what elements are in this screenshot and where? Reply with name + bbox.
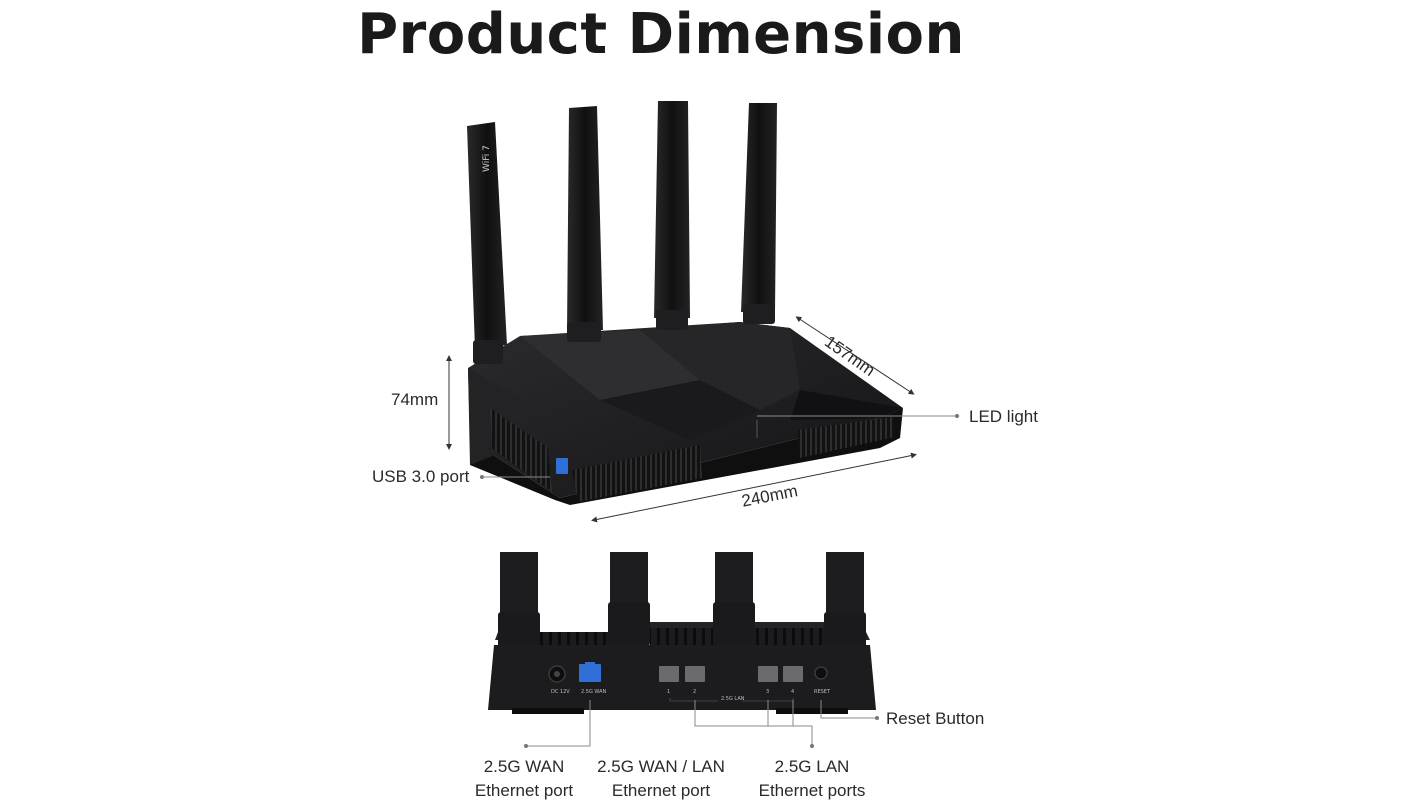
wan-port-label-line1: 2.5G WAN bbox=[483, 757, 565, 776]
lan-ports-label-line2: Ethernet ports bbox=[758, 781, 866, 800]
lan-ports-label-line1: 2.5G LAN bbox=[774, 757, 850, 776]
lan-ports-label: 2.5G LAN Ethernet ports bbox=[747, 755, 877, 803]
wan-lan-port-label: 2.5G WAN / LAN Ethernet port bbox=[591, 755, 731, 803]
wan-lan-port-label-line1: 2.5G WAN / LAN bbox=[597, 757, 725, 776]
width-dimension-line bbox=[591, 452, 917, 523]
router-front-view: WiFi 7 bbox=[467, 101, 903, 505]
lan-group-label: 2.5G LAN bbox=[721, 696, 745, 702]
reset-button-label: Reset Button bbox=[886, 709, 985, 728]
height-dimension-label: 74mm bbox=[391, 390, 439, 409]
usb-leader bbox=[480, 475, 550, 479]
lan4-label: 4 bbox=[791, 689, 794, 695]
usb-port-label: USB 3.0 port bbox=[372, 467, 470, 486]
antenna-badge-text: WiFi 7 bbox=[482, 145, 492, 172]
wan-port-label: 2.5G WAN Ethernet port bbox=[464, 755, 584, 803]
wan-label: 2.5G WAN bbox=[581, 689, 607, 695]
antenna-2 bbox=[567, 106, 603, 342]
depth-dimension-line bbox=[795, 316, 915, 395]
led-leader bbox=[757, 414, 959, 418]
wan-port-label-line2: Ethernet port bbox=[474, 781, 574, 800]
wan-lan-port-label-line2: Ethernet port bbox=[611, 781, 711, 800]
lan2-label: 2 bbox=[693, 689, 696, 695]
antenna-1 bbox=[467, 122, 507, 364]
lan3-label: 3 bbox=[766, 689, 769, 695]
led-light-label: LED light bbox=[969, 407, 1038, 426]
page-title: Product Dimension bbox=[357, 2, 965, 67]
antenna-3 bbox=[654, 101, 690, 330]
reset-label: RESET bbox=[814, 689, 831, 695]
lan1-label: 1 bbox=[667, 689, 670, 695]
dc-label: DC 12V bbox=[551, 689, 570, 695]
router-rear-view: DC 12V 2.5G WAN 1 2 2.5G LAN 3 4 RESET bbox=[488, 552, 876, 714]
antenna-4 bbox=[741, 103, 777, 324]
rear-leaders bbox=[526, 700, 877, 747]
